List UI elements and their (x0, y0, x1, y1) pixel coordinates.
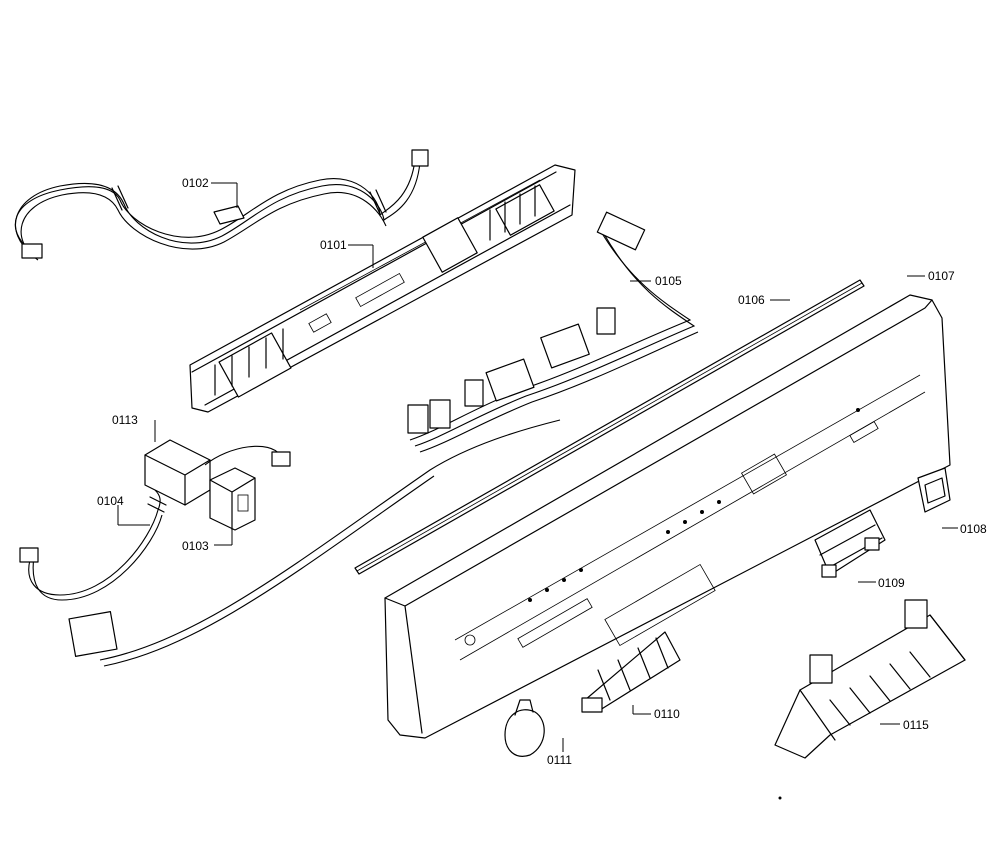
part-0108-clip (917, 467, 951, 513)
label-0101: 0101 (320, 238, 347, 252)
label-0106: 0106 (738, 293, 765, 307)
label-0103: 0103 (182, 539, 209, 553)
label-0110: 0110 (654, 707, 680, 721)
part-0101-control-module (189, 164, 576, 413)
part-0113-relay (144, 439, 291, 506)
part-0109-button-bracket (814, 509, 886, 578)
label-0115: 0115 (903, 718, 929, 732)
label-0104: 0104 (97, 494, 124, 508)
part-0115-carrier-frame (774, 599, 966, 759)
part-0110-push-button-bar (581, 631, 681, 713)
part-0105-wire-harness (407, 211, 699, 453)
label-0113: 0113 (112, 413, 138, 427)
part-0102-wire-harness (14, 149, 429, 261)
label-0102: 0102 (182, 176, 209, 190)
part-labels: 0102 0101 0105 0106 0107 0113 0104 0103 … (97, 176, 987, 767)
label-0109: 0109 (878, 576, 905, 590)
label-0105: 0105 (655, 274, 682, 288)
label-0111: 0111 (547, 753, 572, 767)
label-0108: 0108 (960, 522, 987, 536)
part-0103-switch-bracket (209, 467, 256, 531)
stray-dot (778, 796, 782, 800)
label-0107: 0107 (928, 269, 955, 283)
part-0111-knob (504, 699, 545, 757)
leader-lines (117, 182, 958, 752)
part-0106-seal-strip (354, 279, 865, 575)
part-0107-front-panel (384, 294, 951, 739)
part-0104-wire (19, 419, 561, 667)
